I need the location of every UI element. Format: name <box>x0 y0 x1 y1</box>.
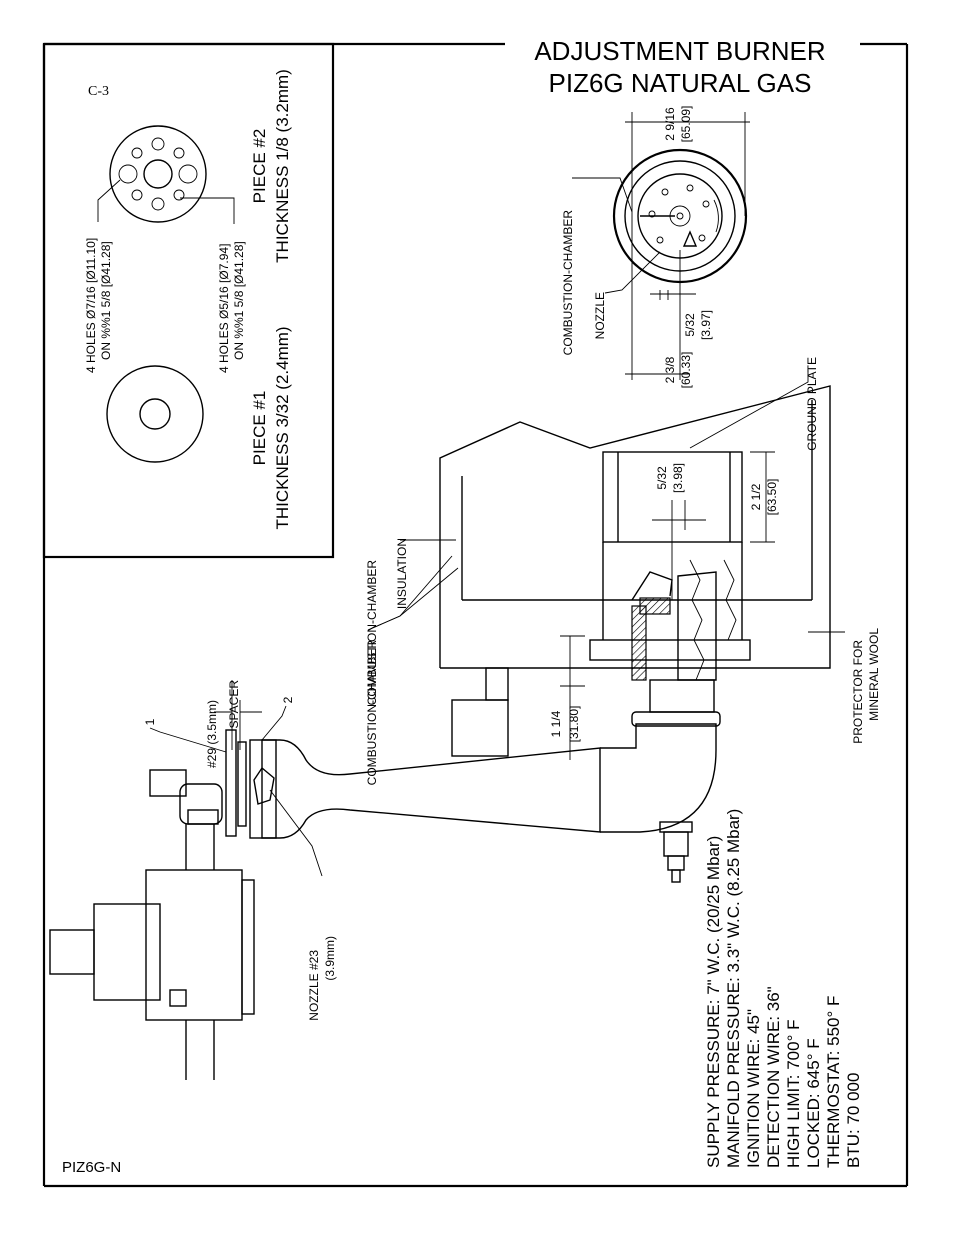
spec-high-limit: HIGH LIMIT: 700° F <box>784 1019 803 1168</box>
combustion-chamber-bottom-label: COMBUSTION-CHAMBER <box>365 640 379 786</box>
spec-thermostat: THERMOSTAT: 550° F <box>824 996 843 1168</box>
spec-locked: LOCKED: 645° F <box>804 1038 823 1168</box>
tube-height-metric: [31.80] <box>567 706 581 743</box>
chamber-gap-imperial: 5/32 <box>655 466 669 490</box>
top-dim-gap-imperial: 5/32 <box>683 313 697 337</box>
igniter-electrode <box>659 821 693 883</box>
callout-1: 1 <box>143 718 157 725</box>
spacer-callouts: #29 (3.5mm) SPACER 1 2 NOZZLE #23 (3.9mm… <box>143 680 337 1021</box>
spec-manifold-pressure: MANIFOLD PRESSURE: 3.3" W.C. (8.25 Mbar) <box>724 809 743 1168</box>
detail-ref: C-3 <box>88 84 109 99</box>
chamber-height-metric: [63.50] <box>765 479 779 516</box>
title-line-2: PIZ6G NATURAL GAS <box>549 68 812 98</box>
combustion-chamber-side-view: GROUND PLATE INSULATION COMBUSTION-CHAMB… <box>365 357 881 785</box>
top-dim-width-metric: [65.09] <box>679 106 693 143</box>
drawing-title: ADJUSTMENT BURNER PIZ6G NATURAL GAS <box>534 36 825 98</box>
callout-2: 2 <box>281 696 295 703</box>
specifications-list: SUPPLY PRESSURE: 7" W.C. (20/25 Mbar) MA… <box>704 809 863 1168</box>
piece-1-thickness: THICKNESS 3/32 (2.4mm) <box>273 326 292 529</box>
top-dim-offset-metric: [60.33] <box>679 352 693 389</box>
piece-1-name: PIECE #1 <box>250 391 269 466</box>
piece-2-name: PIECE #2 <box>250 129 269 204</box>
piece-detail-box: C-3 4 HOLES Ø7/16 [Ø11.10] ON %%1 5/8 [Ø… <box>42 42 335 559</box>
spec-detection-wire: DETECTION WIRE: 36" <box>764 986 783 1168</box>
top-nozzle-label: NOZZLE <box>593 292 607 339</box>
combustion-chamber-top-label: COMBUSTION-CHAMBER <box>365 560 379 706</box>
chamber-gap-metric: [3.98] <box>671 463 685 493</box>
holes-large-line-1: 4 HOLES Ø7/16 [Ø11.10] <box>84 238 98 373</box>
title-line-1: ADJUSTMENT BURNER <box>534 36 825 66</box>
protector-label-1: PROTECTOR FOR <box>851 640 865 744</box>
piece-2-thickness: THICKNESS 1/8 (3.2mm) <box>273 69 292 263</box>
ground-plate-label: GROUND PLATE <box>805 357 819 451</box>
spec-ignition-wire: IGNITION WIRE: 45" <box>744 1009 763 1168</box>
piece-1-drawing <box>106 365 204 463</box>
holes-small-line-1: 4 HOLES Ø5/16 [Ø7.94] <box>217 244 231 373</box>
top-dim-width-imperial: 2 9/16 <box>663 107 677 141</box>
tube-height-imperial: 1 1/4 <box>549 710 563 737</box>
holes-small-line-2: ON %%1 5/8 [Ø41.28] <box>232 241 246 360</box>
spacer-size-label: #29 (3.5mm) <box>205 700 219 768</box>
protector-label-2: MINERAL WOOL <box>867 628 881 721</box>
model-code: PIZ6G-N <box>62 1159 121 1176</box>
top-dim-gap-metric: [3.97] <box>699 310 713 340</box>
gas-valve-assembly <box>49 729 255 1080</box>
burner-top-view: 2 9/16 [65.09] 2 3/8 [60.33] 5/32 [3.97]… <box>561 106 750 389</box>
chamber-height-imperial: 2 1/2 <box>749 483 763 510</box>
insulation-label: INSULATION <box>395 538 409 609</box>
burner-tube <box>249 667 721 883</box>
spec-btu: BTU: 70 000 <box>844 1073 863 1168</box>
holes-large-line-2: ON %%1 5/8 [Ø41.28] <box>99 241 113 360</box>
spacer-label: SPACER <box>227 680 241 729</box>
piece-2-drawing <box>97 125 235 224</box>
side-nozzle-label-2: (3.9mm) <box>323 936 337 981</box>
top-combustion-chamber-label: COMBUSTION-CHAMBER <box>561 210 575 356</box>
top-dim-offset-imperial: 2 3/8 <box>663 356 677 383</box>
side-nozzle-label-1: NOZZLE #23 <box>307 950 321 1021</box>
spec-supply-pressure: SUPPLY PRESSURE: 7" W.C. (20/25 Mbar) <box>704 836 723 1168</box>
